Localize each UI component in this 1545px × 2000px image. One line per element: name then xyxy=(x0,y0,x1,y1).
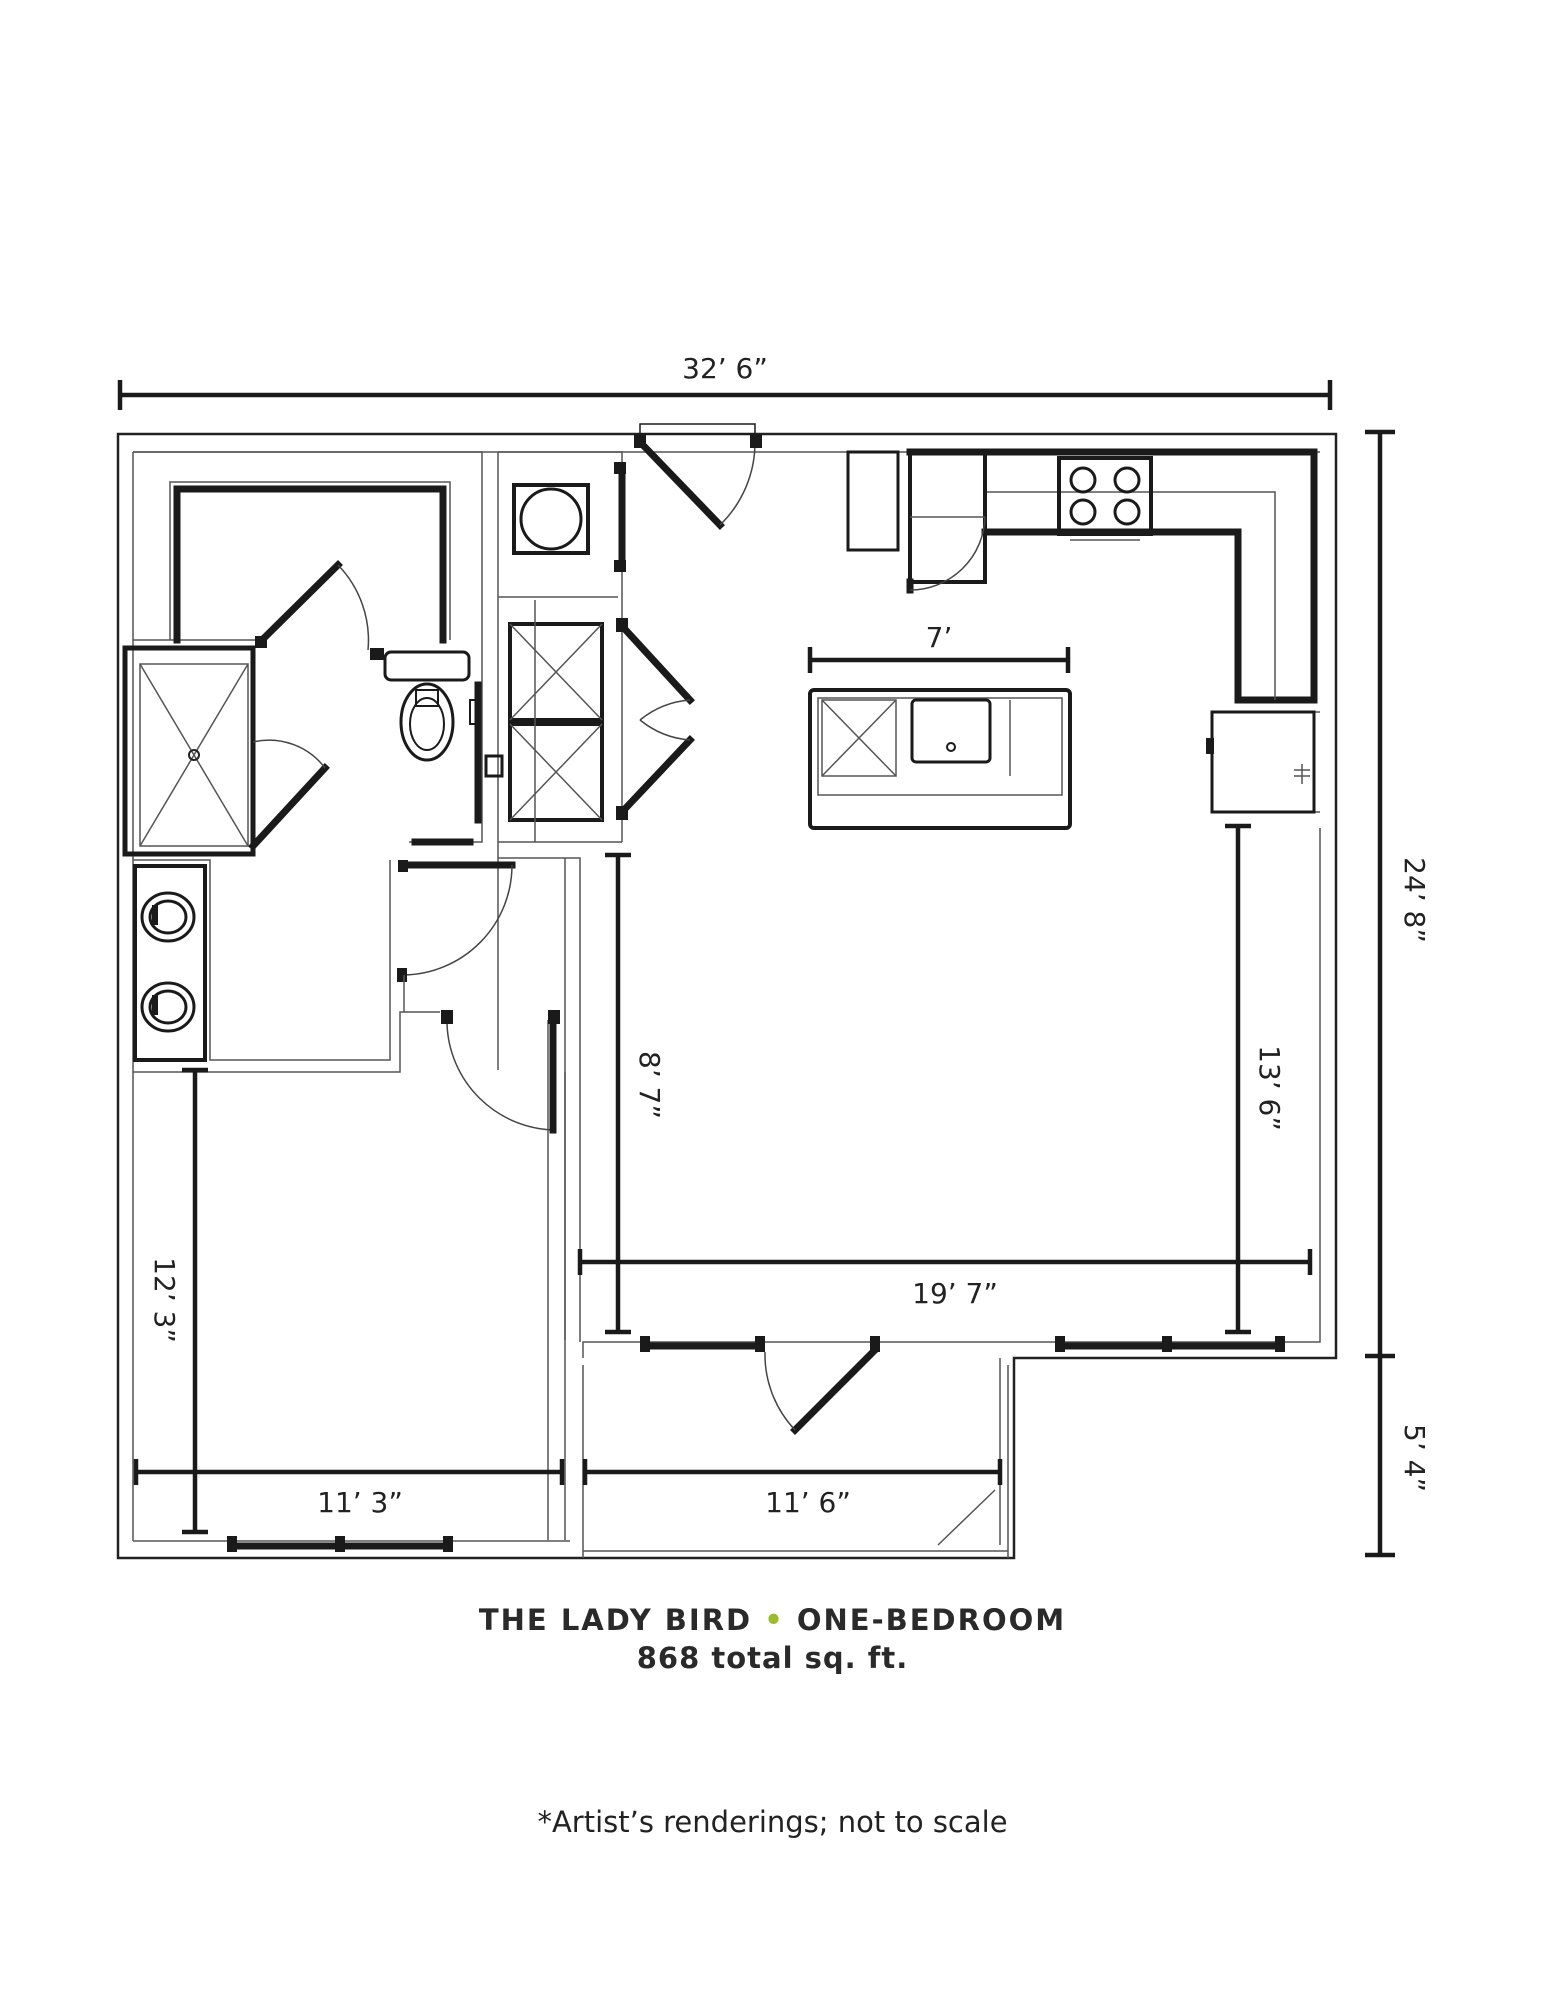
living-depth-label: 13’ 6” xyxy=(1253,1045,1286,1131)
kitchen-island xyxy=(808,688,1072,830)
dimension-bedroom-depth xyxy=(182,1067,208,1535)
living-windows xyxy=(640,1336,1285,1352)
double-vanity xyxy=(133,864,207,1062)
island-length-label: 7’ xyxy=(926,621,953,654)
patio-width-label: 11’ 6” xyxy=(765,1486,851,1519)
patio-door xyxy=(764,1336,880,1435)
bedroom-door xyxy=(441,1010,560,1134)
dimension-overall-depth xyxy=(1365,429,1395,1359)
dimension-patio-width xyxy=(582,1459,1003,1485)
dimension-patio-depth xyxy=(1365,1356,1395,1558)
grab-bars xyxy=(411,681,504,846)
overall-width-label: 32’ 6” xyxy=(682,352,768,385)
unit-type: ONE-BEDROOM xyxy=(796,1603,1067,1637)
closet-shelving xyxy=(169,481,451,644)
patio xyxy=(937,1358,1001,1546)
plan-name: THE LADY BIRD xyxy=(478,1603,753,1637)
plan-title: THE LADY BIRD • ONE-BEDROOM xyxy=(0,1603,1545,1637)
dimension-living-width xyxy=(577,1249,1313,1275)
bedroom-depth-label: 12’ 3” xyxy=(148,1257,181,1343)
overall-depth-label: 24’ 8” xyxy=(1398,857,1431,943)
dimension-island xyxy=(807,647,1071,673)
storage-closet-doors xyxy=(616,618,695,820)
entry-door xyxy=(634,423,762,530)
refrigerator xyxy=(906,450,987,594)
disclaimer-note: *Artist’s renderings; not to scale xyxy=(537,1805,1008,1839)
title-separator: • xyxy=(764,1603,785,1637)
kitchen-counters xyxy=(846,448,1318,704)
storage-closet xyxy=(508,600,604,842)
shower xyxy=(122,645,330,857)
closet-door-bath xyxy=(397,860,516,1012)
pantry-cabinet xyxy=(1206,710,1316,814)
bedroom-width-label: 11’ 3” xyxy=(317,1486,403,1519)
dimension-bedroom-width xyxy=(133,1459,565,1485)
living-width-label: 19’ 7” xyxy=(912,1277,998,1310)
laundry-closet-door xyxy=(614,462,626,572)
interior-walls xyxy=(133,451,1320,1540)
bath-door xyxy=(255,560,384,660)
patio-depth-label: 5’ 4” xyxy=(1398,1424,1431,1492)
toilet xyxy=(383,650,471,762)
hall-length-label: 8’ 7” xyxy=(633,1051,666,1119)
dimension-overall-width xyxy=(117,380,1333,410)
cooktop xyxy=(1057,456,1153,541)
total-area: 868 total sq. ft. xyxy=(636,1641,909,1675)
washer xyxy=(512,483,590,555)
dimension-living-depth xyxy=(1225,823,1251,1335)
bedroom-windows xyxy=(227,1536,453,1552)
dimension-hall xyxy=(605,852,631,1335)
